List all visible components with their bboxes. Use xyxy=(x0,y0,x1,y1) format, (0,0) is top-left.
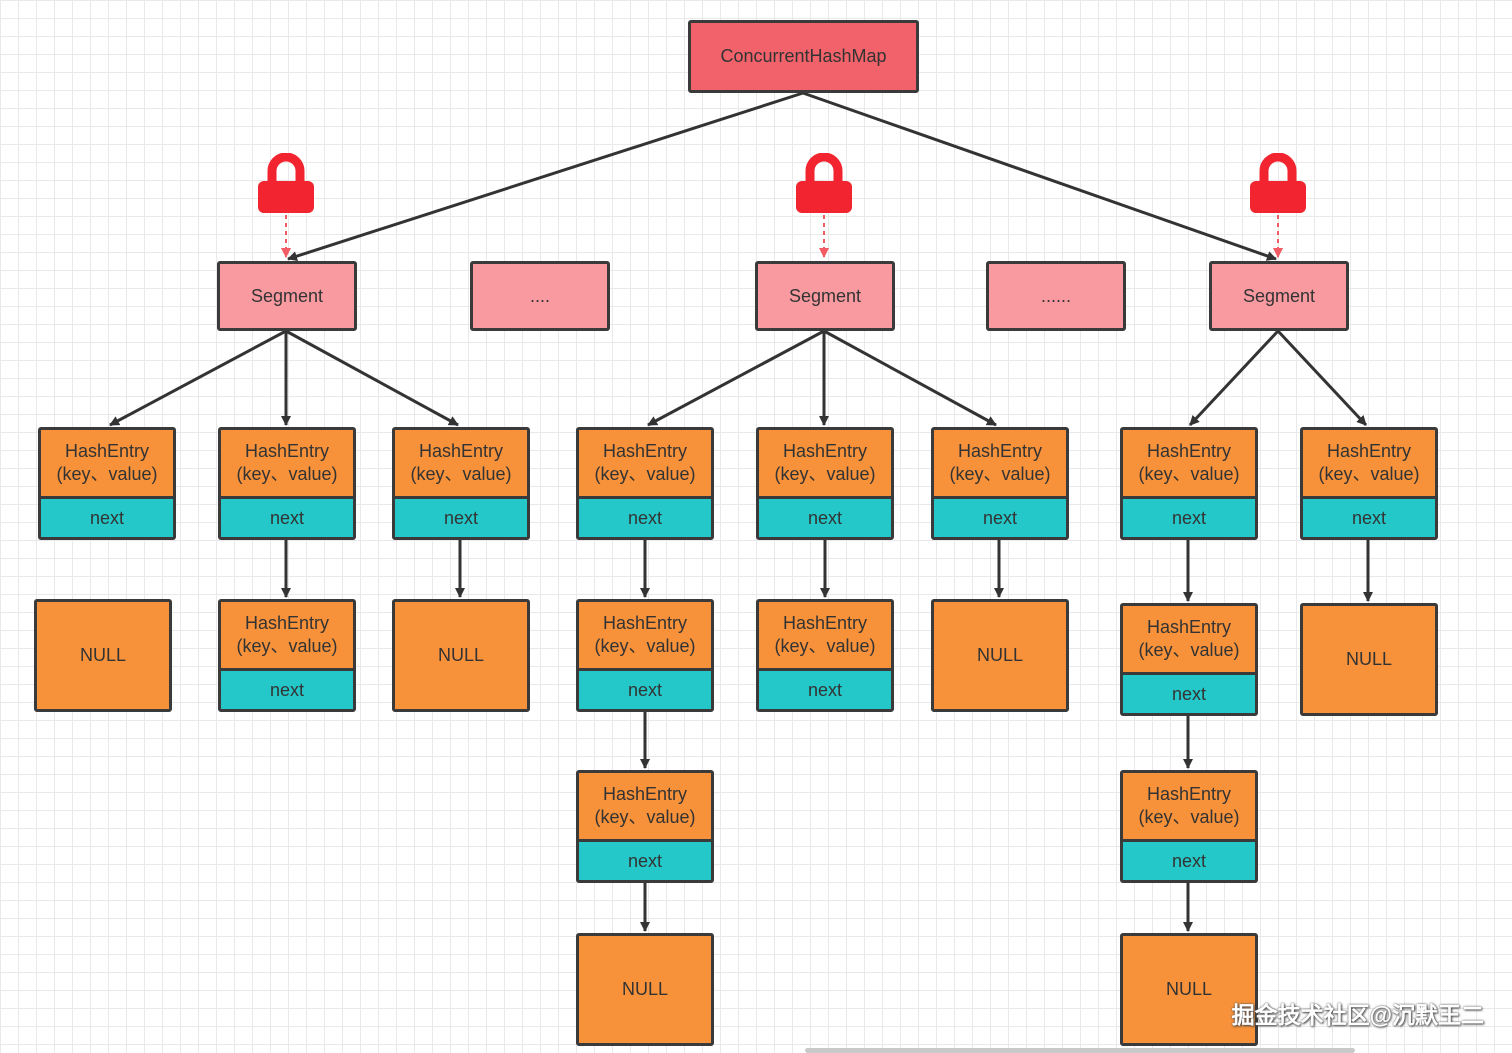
hash-entry: HashEntry (key、value) next xyxy=(1120,770,1258,883)
entry-title: HashEntry xyxy=(782,441,868,461)
entry-title: HashEntry xyxy=(64,441,150,461)
lock-icon xyxy=(256,153,316,215)
entry-kv: (key、value) xyxy=(1138,640,1240,660)
segment-label: Segment xyxy=(250,285,324,306)
concurrent-hashmap-label: ConcurrentHashMap xyxy=(720,46,887,66)
hash-entry: HashEntry (key、value) next xyxy=(756,599,894,712)
entry-kv: (key、value) xyxy=(774,464,876,484)
entry-title: HashEntry xyxy=(244,441,330,461)
entry-next-pointer: next xyxy=(934,496,1066,537)
segment-node-1: Segment xyxy=(217,261,357,331)
entry-kv: (key、value) xyxy=(1318,464,1420,484)
hash-entry: HashEntry (key、value) next xyxy=(756,427,894,540)
entry-next-pointer: next xyxy=(1123,839,1255,880)
entry-kv: (key、value) xyxy=(236,636,338,656)
segment-label: Segment xyxy=(788,285,862,306)
ellipsis-label: .... xyxy=(529,285,550,306)
segment-node-2: Segment xyxy=(755,261,895,331)
null-node: NULL xyxy=(1300,603,1438,716)
entry-next-pointer: next xyxy=(759,496,891,537)
null-node: NULL xyxy=(1120,933,1258,1046)
entry-title: HashEntry xyxy=(957,441,1043,461)
entry-next-pointer: next xyxy=(1303,496,1435,537)
entry-next-pointer: next xyxy=(579,839,711,880)
entry-title: HashEntry xyxy=(1146,617,1232,637)
edge-segment-to-entry xyxy=(1276,329,1368,427)
hash-entry: HashEntry (key、value) next xyxy=(1300,427,1438,540)
hash-entry: HashEntry (key、value) next xyxy=(576,427,714,540)
edge-segment-to-entry xyxy=(823,329,997,427)
segment-node-3: Segment xyxy=(1209,261,1349,331)
entry-title: HashEntry xyxy=(1146,784,1232,804)
hash-entry: HashEntry (key、value) next xyxy=(576,599,714,712)
entry-title: HashEntry xyxy=(602,613,688,633)
null-label: NULL xyxy=(437,645,485,665)
entry-kv: (key、value) xyxy=(594,464,696,484)
edge-segment-to-entry xyxy=(647,329,825,427)
entry-kv: (key、value) xyxy=(410,464,512,484)
edge-segment-to-entry xyxy=(285,329,459,427)
null-label: NULL xyxy=(79,645,127,665)
hash-entry: HashEntry (key、value) next xyxy=(1120,427,1258,540)
edge-root-to-segment xyxy=(287,91,804,261)
entry-title: HashEntry xyxy=(782,613,868,633)
entry-title: HashEntry xyxy=(1146,441,1232,461)
null-node: NULL xyxy=(931,599,1069,712)
entry-kv: (key、value) xyxy=(56,464,158,484)
entry-next-pointer: next xyxy=(41,496,173,537)
entry-next-pointer: next xyxy=(395,496,527,537)
entry-kv: (key、value) xyxy=(594,807,696,827)
entry-kv: (key、value) xyxy=(594,636,696,656)
hash-entry: HashEntry (key、value) next xyxy=(218,427,356,540)
hash-entry: HashEntry (key、value) next xyxy=(576,770,714,883)
concurrent-hashmap-node: ConcurrentHashMap xyxy=(688,20,919,93)
lock-icon xyxy=(1248,153,1308,215)
null-label: NULL xyxy=(1165,979,1213,999)
entry-title: HashEntry xyxy=(602,441,688,461)
segment-ellipsis-1: .... xyxy=(470,261,610,331)
entry-next-pointer: next xyxy=(221,668,353,709)
edge-segment-to-entry xyxy=(1188,329,1280,427)
ellipsis-label: ...... xyxy=(1040,285,1071,306)
hash-entry: HashEntry (key、value) next xyxy=(1120,603,1258,716)
lock-icon xyxy=(794,153,854,215)
horizontal-scrollbar[interactable] xyxy=(805,1048,1355,1053)
segment-ellipsis-2: ...... xyxy=(986,261,1126,331)
entry-kv: (key、value) xyxy=(1138,464,1240,484)
hash-entry: HashEntry (key、value) next xyxy=(392,427,530,540)
entry-title: HashEntry xyxy=(602,784,688,804)
watermark: 掘金技术社区@沉默王二 xyxy=(1231,1002,1484,1028)
hash-entry: HashEntry (key、value) next xyxy=(218,599,356,712)
entry-kv: (key、value) xyxy=(949,464,1051,484)
entry-kv: (key、value) xyxy=(1138,807,1240,827)
entry-next-pointer: next xyxy=(579,668,711,709)
segment-label: Segment xyxy=(1242,285,1316,306)
entry-title: HashEntry xyxy=(418,441,504,461)
null-node: NULL xyxy=(392,599,530,712)
entry-title: HashEntry xyxy=(244,613,330,633)
null-label: NULL xyxy=(621,979,669,999)
edge-root-to-segment xyxy=(802,91,1277,261)
entry-kv: (key、value) xyxy=(774,636,876,656)
entry-next-pointer: next xyxy=(221,496,353,537)
hash-entry: HashEntry (key、value) next xyxy=(38,427,176,540)
edge-segment-to-entry xyxy=(109,329,287,427)
entry-next-pointer: next xyxy=(579,496,711,537)
entry-next-pointer: next xyxy=(1123,496,1255,537)
entry-title: HashEntry xyxy=(1326,441,1412,461)
entry-next-pointer: next xyxy=(1123,672,1255,713)
null-node: NULL xyxy=(34,599,172,712)
null-node: NULL xyxy=(576,933,714,1046)
entry-next-pointer: next xyxy=(759,668,891,709)
null-label: NULL xyxy=(1345,649,1393,669)
hash-entry: HashEntry (key、value) next xyxy=(931,427,1069,540)
entry-kv: (key、value) xyxy=(236,464,338,484)
null-label: NULL xyxy=(976,645,1024,665)
